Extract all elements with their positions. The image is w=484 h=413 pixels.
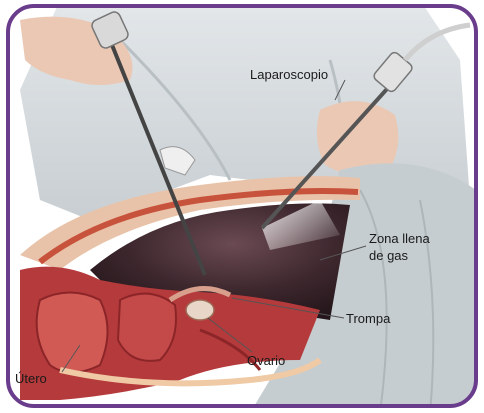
label-trompa: Trompa <box>346 310 390 327</box>
label-ovario: Ovario <box>247 352 285 369</box>
label-laparoscopio: Laparoscopio <box>250 66 328 83</box>
uterus <box>37 293 108 373</box>
label-gas-zone: Zona llena de gas <box>369 230 430 264</box>
label-utero: Útero <box>15 370 47 387</box>
bladder <box>118 294 176 361</box>
label-gas-zone-line1: Zona llena <box>369 230 430 247</box>
ovary <box>186 300 214 320</box>
label-gas-zone-line2: de gas <box>369 247 430 264</box>
